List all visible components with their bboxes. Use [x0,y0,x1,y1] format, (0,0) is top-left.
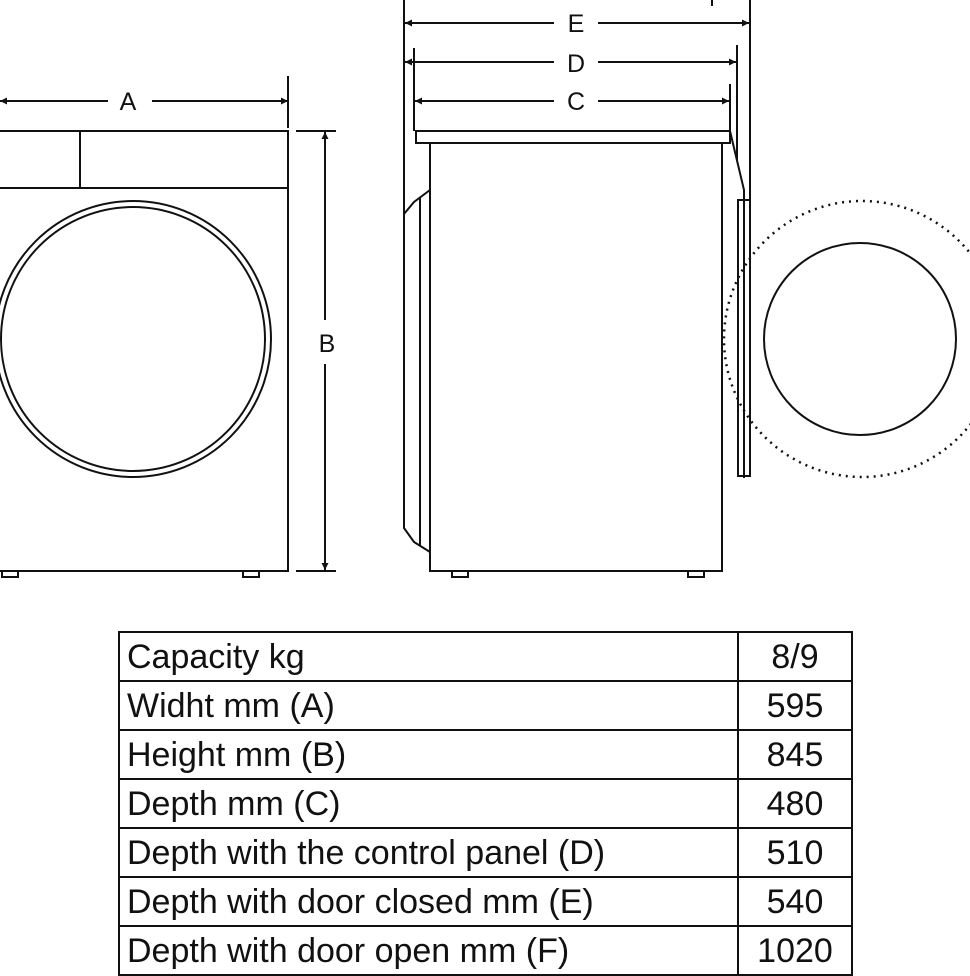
spec-label: Depth with door closed mm (E) [118,876,739,927]
open-door-dotted-outline [722,199,970,479]
spec-value: 510 [737,827,853,878]
side-foot-right [687,570,705,578]
spec-label: Widht mm (A) [118,680,739,731]
dimension-drawing: A B E D [0,0,970,578]
spec-label: Capacity kg [118,631,739,682]
table-row: Depth mm (C) 480 [118,778,853,829]
spec-label: Depth mm (C) [118,778,739,829]
front-foot-right [242,570,260,578]
table-row: Widht mm (A) 595 [118,680,853,731]
door-outer [0,200,272,478]
table-row: Depth with the control panel (D) 510 [118,827,853,878]
table-row: Capacity kg 8/9 [118,631,853,682]
spec-value: 8/9 [737,631,853,682]
side-panel-back [729,130,745,478]
side-foot-left [451,570,469,578]
table-row: Depth with door closed mm (E) 540 [118,876,853,927]
side-top-panel [415,130,731,144]
label-b: B [319,330,336,358]
open-door-edge [737,199,751,477]
spec-value: 480 [737,778,853,829]
spec-value: 845 [737,729,853,780]
spec-value: 1020 [737,925,853,976]
spec-value: 540 [737,876,853,927]
spec-label: Height mm (B) [118,729,739,780]
side-body [429,142,723,572]
label-e: E [568,10,585,38]
front-view [0,130,289,578]
front-foot-left [1,570,19,578]
specs-table: Capacity kg 8/9 Widht mm (A) 595 Height … [118,631,853,976]
front-body [0,130,289,572]
table-row: Height mm (B) 845 [118,729,853,780]
label-d: D [567,50,585,78]
label-a: A [120,88,137,116]
label-c: C [567,88,585,116]
side-view [403,130,751,578]
dimension-b [296,130,336,572]
open-door [722,199,970,479]
spec-label: Depth with the control panel (D) [118,827,739,878]
spec-label: Depth with door open mm (F) [118,925,739,976]
spec-value: 595 [737,680,853,731]
dimension-a [0,76,289,128]
side-door-bulge [403,189,431,553]
open-door-glass [763,242,957,436]
door-inner [0,206,266,472]
table-row: Depth with door open mm (F) 1020 [118,925,853,976]
